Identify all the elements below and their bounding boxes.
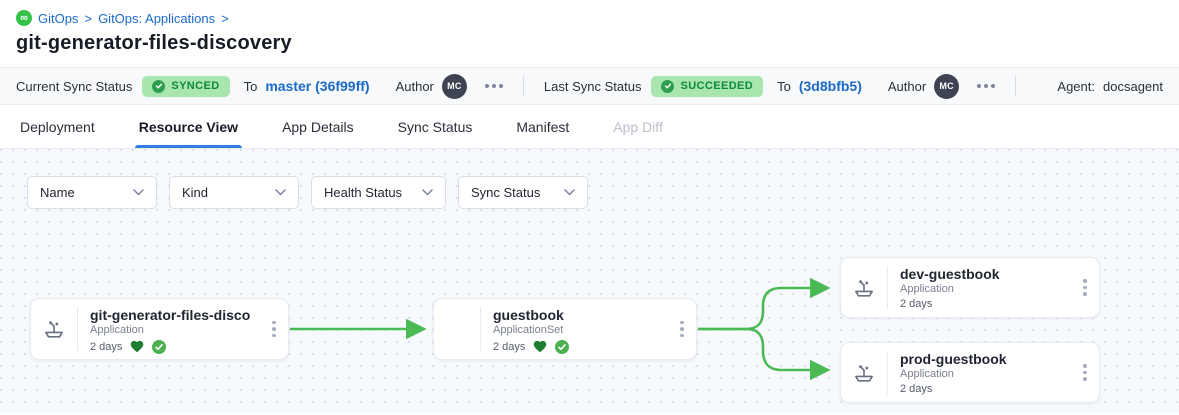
tab-app-diff: App Diff (613, 118, 663, 135)
chevron-down-icon (422, 189, 433, 196)
node-title: git-generator-files-disco... (90, 307, 250, 323)
divider (887, 351, 888, 394)
last-sync-status-label: Last Sync Status (543, 78, 642, 94)
node-menu-icon[interactable] (668, 299, 696, 359)
heart-icon (131, 340, 144, 353)
node-menu-icon[interactable] (260, 299, 288, 359)
author-label: Author (887, 78, 927, 94)
current-sync-status-badge: SYNCED (142, 75, 230, 97)
tab-app-details[interactable]: App Details (282, 118, 354, 135)
breadcrumb-separator: > (84, 10, 93, 26)
filter-label: Sync Status (471, 185, 541, 200)
check-circle-icon (152, 339, 167, 354)
node-title: dev-guestbook (900, 266, 1000, 282)
node-body: prod-guestbook Application 2 days (888, 343, 1071, 402)
page-header: ∞ GitOps > GitOps: Applications > git-ge… (0, 0, 1179, 67)
node-body: git-generator-files-disco... Application… (78, 299, 260, 359)
last-revision-link[interactable]: (3d8bfb5) (798, 78, 862, 94)
node-body: guestbook ApplicationSet 2 days (481, 299, 668, 359)
current-sync-status-label: Current Sync Status (16, 78, 133, 94)
breadcrumb: ∞ GitOps > GitOps: Applications > (16, 10, 1163, 26)
breadcrumb-item-applications[interactable]: GitOps: Applications (98, 10, 216, 26)
author-label: Author (395, 78, 434, 94)
chevron-down-icon (275, 189, 286, 196)
agent-value: docsagent (1103, 78, 1163, 94)
filter-label: Health Status (324, 185, 403, 200)
chevron-down-icon (133, 189, 144, 196)
node-menu-icon[interactable] (1071, 258, 1099, 317)
divider (1015, 76, 1017, 96)
node-title: guestbook (493, 307, 564, 323)
to-label: To (777, 78, 791, 94)
more-options-icon[interactable] (975, 80, 997, 92)
filter-label: Kind (182, 185, 209, 200)
tab-bar: Deployment Resource View App Details Syn… (0, 105, 1179, 149)
more-options-icon[interactable] (483, 80, 505, 92)
breadcrumb-separator: > (221, 10, 229, 26)
page-title: git-generator-files-discovery (16, 32, 292, 54)
node-menu-icon[interactable] (1071, 343, 1099, 402)
tab-resource-view[interactable]: Resource View (134, 105, 243, 148)
resource-graph-canvas[interactable]: Name Kind Health Status Sync Status git-… (0, 149, 1179, 413)
sync-status-bar: Current Sync Status SYNCED To master (36… (0, 67, 1179, 105)
author-avatar: MC (441, 73, 467, 99)
node-age: 2 days (90, 340, 123, 353)
filter-label: Name (40, 185, 75, 200)
gitops-infinity-icon: ∞ (16, 10, 32, 26)
agent-label: Agent: (1057, 78, 1095, 94)
check-circle-icon (555, 339, 570, 354)
filter-sync-status-dropdown[interactable]: Sync Status (458, 176, 588, 209)
argo-app-icon (841, 343, 887, 402)
heart-icon (534, 340, 547, 353)
node-body: dev-guestbook Application 2 days (888, 258, 1071, 317)
breadcrumb-item-gitops[interactable]: GitOps (38, 10, 79, 26)
graph-node-prod-guestbook[interactable]: prod-guestbook Application 2 days (840, 342, 1100, 403)
tab-sync-status[interactable]: Sync Status (397, 118, 473, 135)
node-age: 2 days (493, 340, 526, 353)
node-kind: Application (900, 283, 954, 295)
divider (480, 307, 481, 351)
divider (522, 76, 524, 96)
argo-app-icon (841, 258, 887, 317)
check-circle-icon (661, 79, 675, 93)
graph-node-git-generator[interactable]: git-generator-files-disco... Application… (30, 298, 289, 360)
chevron-down-icon (564, 189, 575, 196)
current-revision-link[interactable]: master (36f99ff) (265, 78, 370, 94)
current-sync-badge-text: SYNCED (171, 80, 220, 92)
node-icon-empty (434, 299, 480, 359)
graph-node-dev-guestbook[interactable]: dev-guestbook Application 2 days (840, 257, 1100, 318)
node-age: 2 days (900, 383, 933, 395)
filter-health-status-dropdown[interactable]: Health Status (311, 176, 446, 209)
divider (887, 266, 888, 309)
node-title: prod-guestbook (900, 351, 1007, 367)
node-age: 2 days (900, 298, 933, 310)
tab-manifest[interactable]: Manifest (516, 118, 570, 135)
filter-bar: Name Kind Health Status Sync Status (27, 176, 588, 209)
tab-deployment[interactable]: Deployment (20, 118, 95, 135)
filter-kind-dropdown[interactable]: Kind (169, 176, 299, 209)
check-circle-icon (152, 79, 166, 93)
argo-app-icon (31, 299, 77, 359)
divider (77, 307, 78, 351)
filter-name-dropdown[interactable]: Name (27, 176, 157, 209)
node-kind: Application (900, 368, 954, 380)
node-kind: Application (90, 324, 144, 336)
last-sync-badge-text: SUCCEEDED (680, 80, 754, 92)
last-sync-status-badge: SUCCEEDED (651, 75, 764, 97)
graph-node-guestbook[interactable]: guestbook ApplicationSet 2 days (433, 298, 697, 360)
author-avatar: MC (934, 73, 960, 99)
node-kind: ApplicationSet (493, 324, 564, 336)
to-label: To (243, 78, 258, 94)
